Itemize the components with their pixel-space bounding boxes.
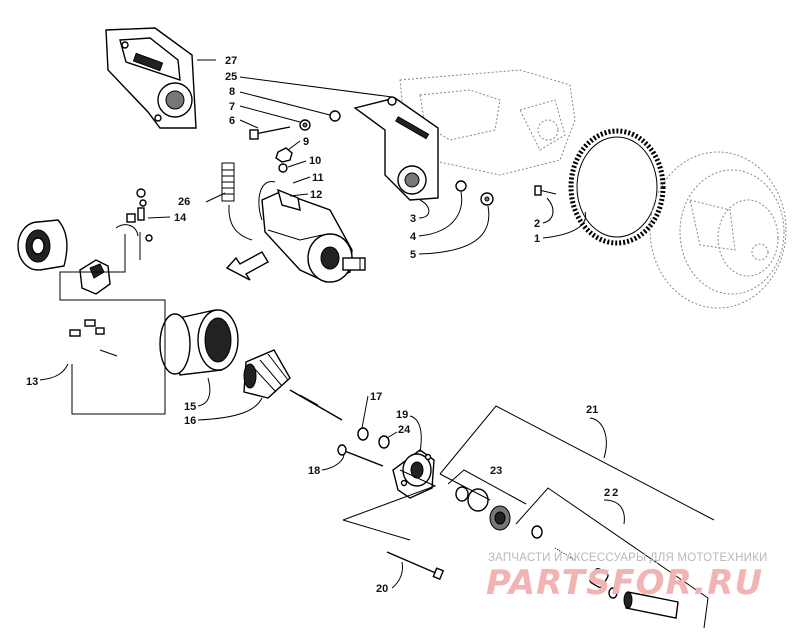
callout-21: 21 (586, 404, 598, 416)
callout-27: 27 (225, 55, 237, 67)
nut-9 (275, 147, 293, 163)
lockwasher-10 (278, 163, 288, 173)
callout-6: 6 (229, 115, 235, 127)
ring-gear-1 (568, 128, 666, 246)
callout-13: 13 (26, 376, 38, 388)
callout-5: 5 (410, 249, 416, 261)
long-bolt-20 (386, 551, 445, 581)
callout-15: 15 (184, 401, 196, 413)
callout-labels: 27 25 8 7 6 9 10 11 12 26 14 3 4 5 2 1 1… (26, 55, 620, 595)
direction-arrow-icon (225, 251, 269, 281)
end-cap-13 (17, 219, 68, 271)
callout-26: 26 (178, 196, 190, 208)
armature-16 (243, 349, 343, 421)
callout-12: 12 (310, 189, 322, 201)
brush-holder (79, 259, 111, 295)
callout-22: 22 (604, 487, 620, 499)
callout-8: 8 (229, 86, 235, 98)
drive-kit-22 (531, 525, 679, 619)
washer-17 (357, 427, 369, 441)
brushes-springs (69, 319, 118, 357)
engine-outline (399, 69, 576, 176)
pinion-23 (455, 486, 511, 531)
flywheel (649, 151, 787, 309)
washer-nut-4-5 (455, 180, 494, 206)
field-housing-15 (159, 309, 239, 376)
callout-9: 9 (303, 136, 309, 148)
callout-25: 25 (225, 71, 237, 83)
watermark-tagline: ЗАПЧАСТИ И АКСЕССУАРЫ ДЛЯ МОТОТЕХНИКИ (488, 552, 768, 564)
hardware-stack (249, 96, 397, 140)
callout-1: 1 (534, 233, 540, 245)
callout-24: 24 (398, 424, 411, 436)
callout-16: 16 (184, 415, 196, 427)
brush-kit-14 (115, 188, 153, 242)
callout-4: 4 (410, 231, 417, 243)
watermark-logo: PARTSFOR.RU (486, 563, 764, 603)
callout-17: 17 (370, 391, 382, 403)
washer-24 (378, 435, 390, 449)
drive-housing-19 (392, 449, 435, 499)
ring-gear-bolt-2 (534, 185, 557, 196)
callout-20: 20 (376, 583, 388, 595)
starter-cable (228, 181, 276, 241)
starter-motor-11 (261, 188, 366, 283)
boot-26 (221, 162, 235, 202)
leader-lines (39, 59, 715, 629)
callout-18: 18 (308, 465, 320, 477)
callout-23: 23 (490, 465, 502, 477)
callout-3: 3 (410, 213, 416, 225)
callout-2: 2 (534, 218, 540, 230)
through-bolt-18 (337, 444, 384, 467)
callout-11: 11 (312, 172, 324, 184)
mounting-bracket-27 (105, 27, 197, 129)
callout-19: 19 (396, 409, 408, 421)
starter-mount-plate-3 (353, 97, 439, 201)
callout-10: 10 (309, 155, 321, 167)
callout-14: 14 (174, 212, 187, 224)
callout-7: 7 (229, 101, 235, 113)
